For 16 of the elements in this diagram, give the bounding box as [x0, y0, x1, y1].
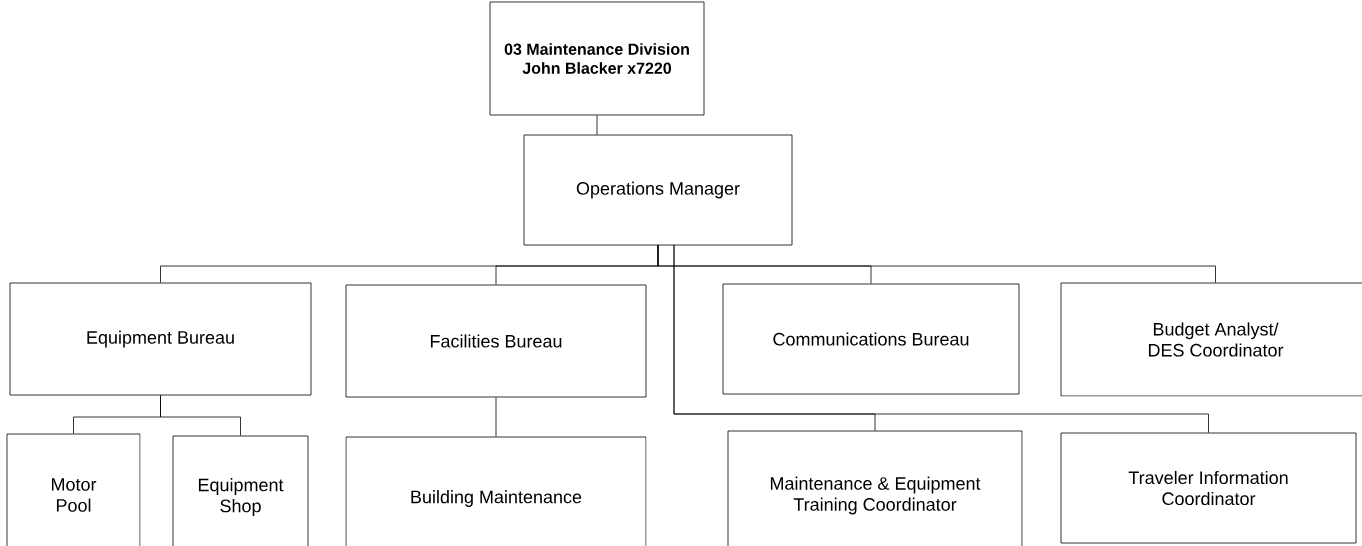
org-box: Facilities Bureau: [345, 284, 647, 398]
org-box: 03 Maintenance Division John Blacker x7220: [489, 1, 705, 116]
connector: [673, 244, 1209, 433]
connector: [657, 244, 1216, 283]
connector: [160, 395, 241, 436]
org-box: Motor Pool: [6, 433, 141, 546]
org-box: Communications Bureau: [722, 283, 1020, 395]
connector: [495, 397, 497, 437]
org-box: Operations Manager: [523, 134, 793, 246]
org-box: Traveler Information Coordinator: [1060, 432, 1357, 544]
org-box: Budget Analyst/ DES Coordinator: [1060, 282, 1362, 397]
org-box: Equipment Shop: [172, 435, 309, 546]
connector: [596, 115, 598, 135]
org-box: Building Maintenance: [345, 436, 647, 546]
org-box: Maintenance & Equipment Training Coordinator: [727, 430, 1023, 546]
org-box: Equipment Bureau: [9, 282, 312, 396]
